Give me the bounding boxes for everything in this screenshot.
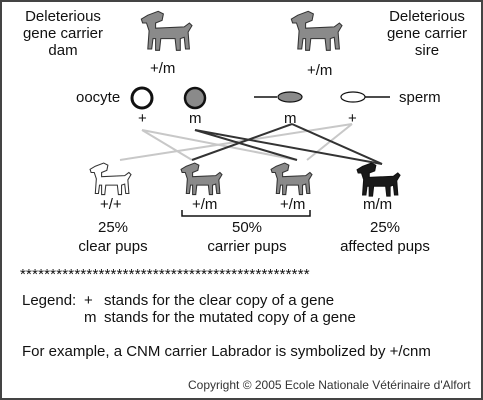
legend-plus-text: stands for the clear copy of a gene xyxy=(104,292,335,309)
oocyte-clear-icon xyxy=(130,86,154,110)
affected-label: affected pups xyxy=(340,238,430,255)
legend-plus-symbol: + xyxy=(84,292,93,309)
offspring-genotype-carrier1: +/m xyxy=(192,196,218,213)
legend-m-text: stands for the mutated copy of a gene xyxy=(104,309,356,326)
sperm-mutant-icon xyxy=(254,91,303,103)
separator: ****************************************… xyxy=(20,266,310,283)
sperm-label: sperm xyxy=(399,89,441,106)
dam-dog-icon xyxy=(140,10,193,51)
legend-prefix: Legend: xyxy=(22,292,77,309)
carrier-percent: 50% xyxy=(231,219,263,236)
offspring-affected-dog-icon xyxy=(356,162,401,197)
allele-sire-clear: + xyxy=(348,110,357,127)
offspring-genotype-clear: +/+ xyxy=(100,196,122,213)
oocyte-mutant-icon xyxy=(183,86,207,110)
offspring-carrier2-dog-icon xyxy=(270,162,313,196)
offspring-genotype-carrier2: +/m xyxy=(280,196,306,213)
allele-dam-clear: + xyxy=(138,110,147,127)
copyright: Copyright © 2005 Ecole Nationale Vétérin… xyxy=(188,378,471,392)
offspring-genotype-affected: m/m xyxy=(363,196,393,213)
allele-dam-mutant: m xyxy=(189,110,202,127)
affected-percent: 25% xyxy=(369,219,401,236)
offspring-carrier1-dog-icon xyxy=(180,162,223,196)
cross-lines xyxy=(119,123,383,165)
dam-genotype: +/m xyxy=(150,60,176,77)
offspring-clear-dog-icon xyxy=(89,162,132,196)
sire-dog-icon xyxy=(290,10,343,51)
sperm-clear-icon xyxy=(340,91,390,103)
example-text: For example, a CNM carrier Labrador is s… xyxy=(22,343,431,360)
carrier-label: carrier pups xyxy=(207,238,287,255)
sire-genotype: +/m xyxy=(307,62,333,79)
dam-label: Deleterious gene carrier dam xyxy=(22,8,104,59)
clear-percent: 25% xyxy=(97,219,129,236)
allele-sire-mutant: m xyxy=(284,110,297,127)
legend-m-symbol: m xyxy=(84,309,97,326)
clear-label: clear pups xyxy=(78,238,148,255)
sire-label: Deleterious gene carrier sire xyxy=(386,8,468,59)
carrier-bracket xyxy=(181,210,311,217)
oocyte-label: oocyte xyxy=(76,89,121,106)
